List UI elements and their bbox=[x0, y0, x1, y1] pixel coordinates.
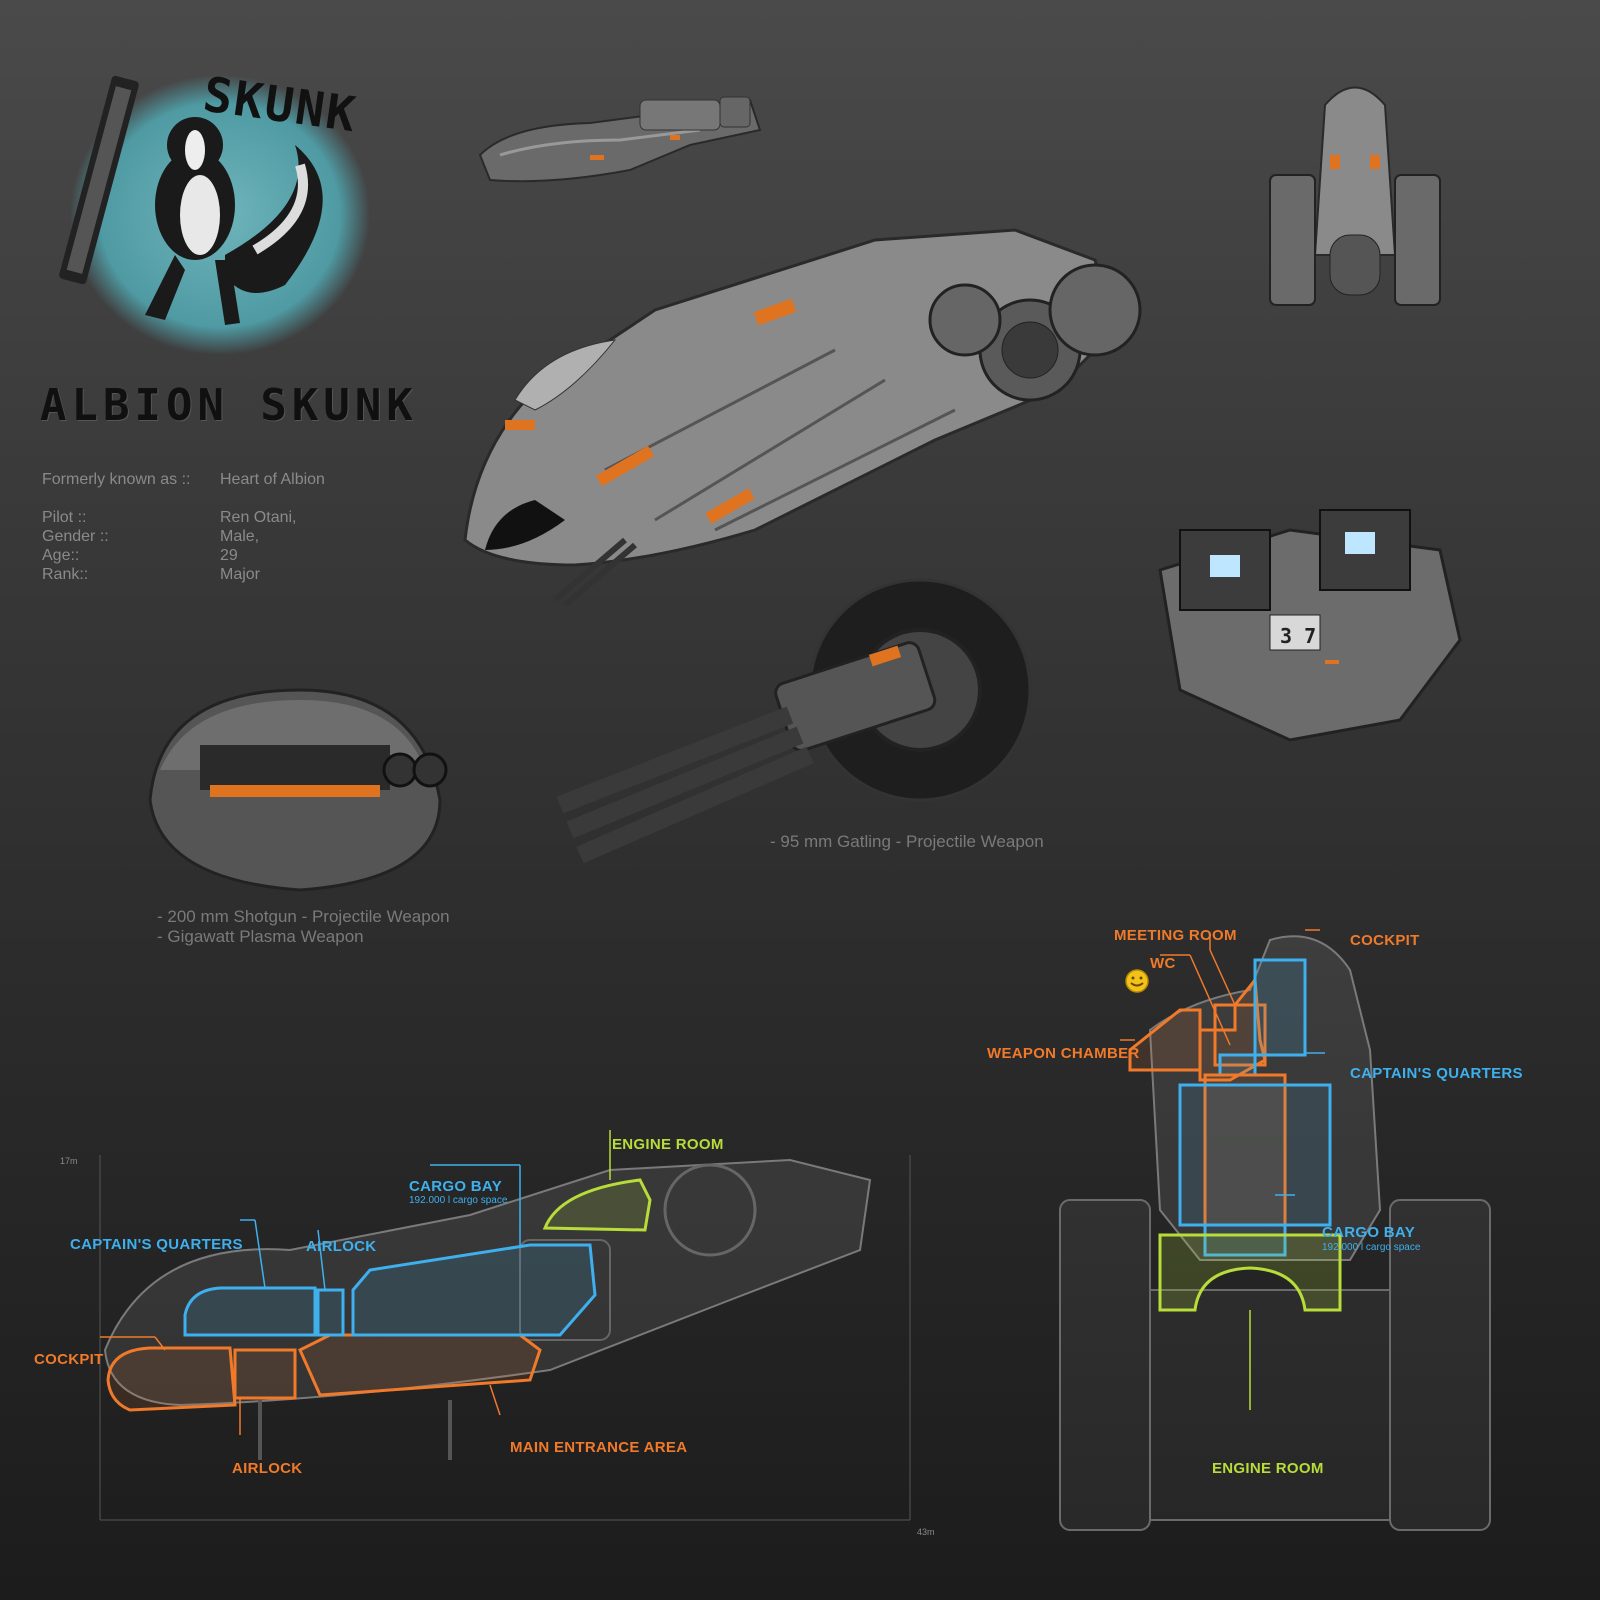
ship-number-marking: 3 7 bbox=[1280, 624, 1317, 648]
pilot-info: Formerly known as :: Heart of Albion Pil… bbox=[42, 470, 402, 590]
shotgun-closeup-render bbox=[148, 688, 448, 892]
side-captains-quarters-label: CAPTAIN'S QUARTERS bbox=[70, 1236, 243, 1253]
gender-label: Gender :: bbox=[42, 528, 109, 545]
top-meeting-room-label: MEETING ROOM bbox=[1114, 927, 1237, 944]
side-cargo-space-label: 192.000 l cargo space bbox=[409, 1195, 508, 1206]
ship-rear-render bbox=[1269, 86, 1441, 306]
dim-height-label: 17m bbox=[60, 1156, 78, 1166]
shotgun-caption: - 200 mm Shotgun - Projectile Weapon bbox=[157, 907, 450, 926]
top-cockpit-label: COCKPIT bbox=[1350, 932, 1420, 949]
wc-smiley-icon bbox=[1125, 969, 1149, 993]
top-weapon-chamber-label: WEAPON CHAMBER bbox=[987, 1045, 1140, 1062]
skunk-logo: SKUNK bbox=[55, 55, 385, 365]
formerly-value: Heart of Albion bbox=[220, 471, 325, 488]
ship-side-render bbox=[478, 96, 762, 183]
age-label: Age:: bbox=[42, 547, 80, 564]
pilot-value: Ren Otani, bbox=[220, 509, 297, 526]
top-cargo-bay-label: CARGO BAY bbox=[1322, 1224, 1415, 1241]
side-cutaway-diagram bbox=[99, 1130, 911, 1521]
side-airlock-top-label: AIRLOCK bbox=[306, 1238, 377, 1255]
top-wc-label: WC bbox=[1150, 955, 1176, 972]
side-cockpit-label: COCKPIT bbox=[34, 1351, 104, 1368]
pilot-label: Pilot :: bbox=[42, 509, 87, 526]
gatling-caption: - 95 mm Gatling - Projectile Weapon bbox=[770, 832, 1044, 851]
gender-value: Male, bbox=[220, 528, 260, 545]
ship-main-render bbox=[463, 228, 1142, 608]
side-main-entrance-label: MAIN ENTRANCE AREA bbox=[510, 1439, 688, 1456]
dim-length-label: 43m bbox=[917, 1527, 935, 1537]
side-engine-room-label: ENGINE ROOM bbox=[612, 1136, 724, 1153]
side-cargo-bay-label: CARGO BAY bbox=[409, 1178, 502, 1195]
plasma-caption: - Gigawatt Plasma Weapon bbox=[157, 927, 364, 946]
top-captains-quarters-label: CAPTAIN'S QUARTERS bbox=[1350, 1065, 1523, 1082]
top-engine-room-label: ENGINE ROOM bbox=[1212, 1460, 1324, 1477]
rank-label: Rank:: bbox=[42, 566, 89, 583]
page-title: ALBION SKUNK bbox=[40, 380, 418, 431]
formerly-label: Formerly known as :: bbox=[42, 471, 191, 488]
age-value: 29 bbox=[220, 547, 238, 564]
rank-value: Major bbox=[220, 566, 261, 583]
skunk-emblem-icon bbox=[59, 75, 370, 355]
top-cargo-space-label: 192.000 l cargo space bbox=[1322, 1242, 1421, 1253]
top-cutaway-diagram bbox=[1059, 929, 1491, 1531]
ship-rear-angle-render bbox=[1158, 509, 1462, 742]
gatling-closeup-render bbox=[556, 578, 1032, 864]
side-airlock-bottom-label: AIRLOCK bbox=[232, 1460, 303, 1477]
